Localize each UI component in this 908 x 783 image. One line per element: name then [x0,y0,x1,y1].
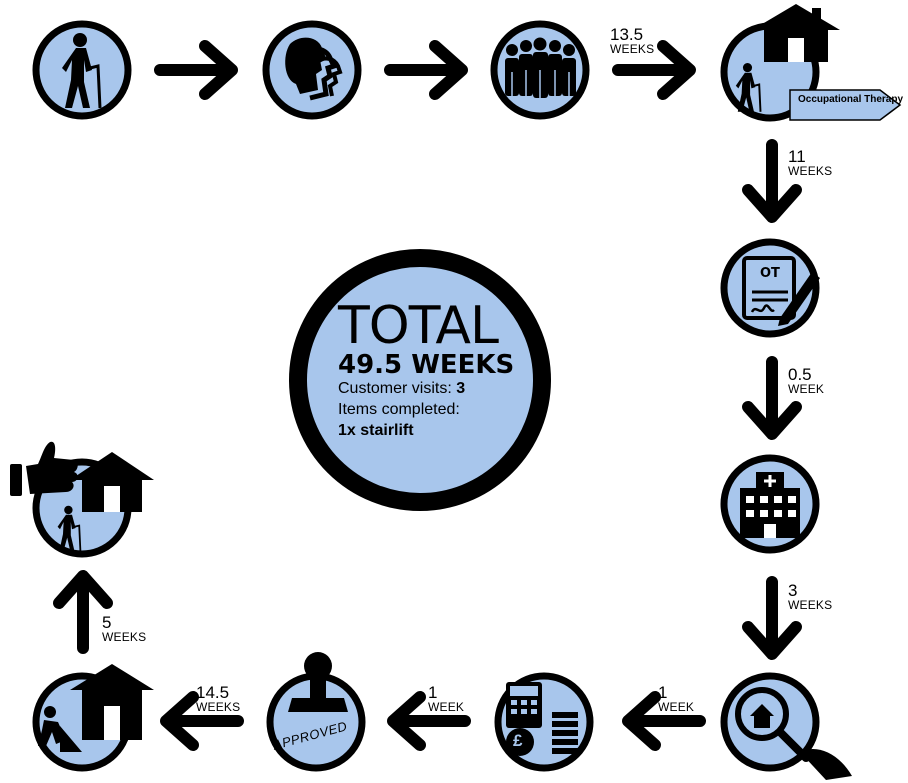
flow-arrow-8 [387,691,471,751]
total-weeks: 49.5 WEEKS [338,350,515,380]
elderly-person-icon [32,20,132,120]
house-magnifier-icon [720,672,852,780]
queue-people-icon [490,20,590,120]
flow-arrow-9 [160,691,244,751]
builder-house-icon [32,664,154,772]
thumbs-up-house-icon [10,441,154,558]
ot-document-signing-icon [720,238,820,338]
flow-arrow-7 [622,691,706,751]
occupational-therapy-label: Occupational Therapy [798,94,904,105]
approval-stamp-icon [266,652,366,772]
calculator-money-icon [494,672,594,772]
items-completed-value: 1x stairlift [338,421,414,439]
summary-circle [289,249,551,511]
total-summary: TOTAL 49.5 WEEKS Customer visits: 3 Item… [338,300,538,442]
occupational-therapy-tag [789,89,902,121]
items-completed-label: Items completed: [338,401,460,419]
people-profiles-icon [262,20,362,120]
ot-document-label: OT [760,266,780,281]
flow-arrow-1 [160,46,232,94]
customer-visits: Customer visits: 3 [338,380,466,398]
total-title: TOTAL [338,296,499,356]
house-person-icon [720,4,902,122]
flow-arrow-10 [59,576,107,648]
pound-sign-icon: £ [513,731,523,750]
hospital-icon [720,454,820,554]
flow-arrow-2 [390,46,462,94]
